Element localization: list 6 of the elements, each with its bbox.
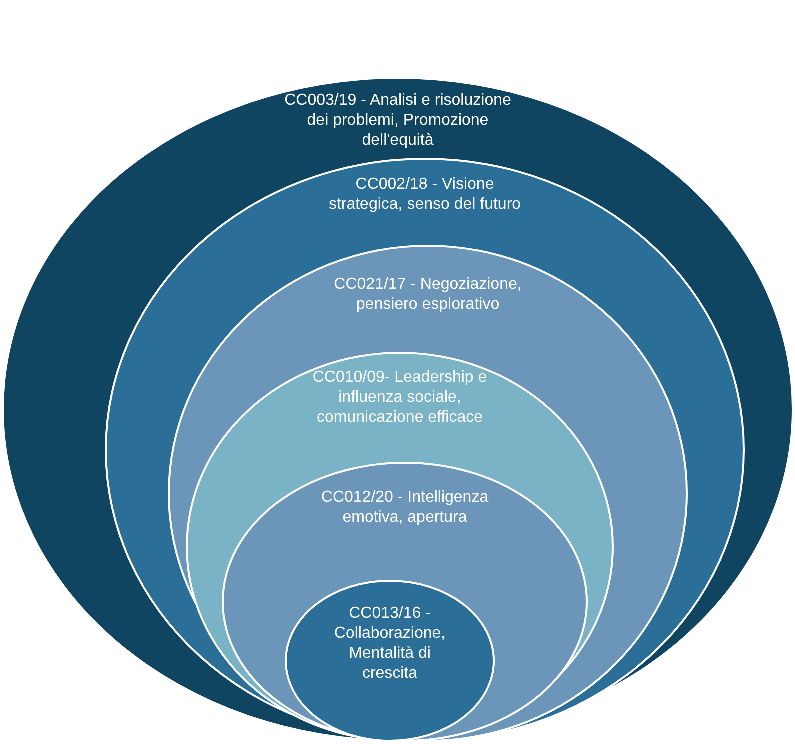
circle-label: CC012/20 - Intelligenza emotiva, apertura	[320, 488, 490, 528]
circle-label: CC021/17 - Negoziazione, pensiero esplorativo	[333, 275, 523, 315]
circle-label: CC013/16 - Collaborazione, Mentalità di crescita	[333, 604, 447, 684]
circle-label: CC002/18 - Visione strategica, senso del futuro	[328, 175, 522, 215]
circle-label: CC003/19 - Analisi e risoluzione dei problemi, Promozione dell'equità	[284, 91, 512, 151]
circle-label: CC010/09- Leadership e influenza sociale, comunicazione efficace	[312, 368, 488, 428]
